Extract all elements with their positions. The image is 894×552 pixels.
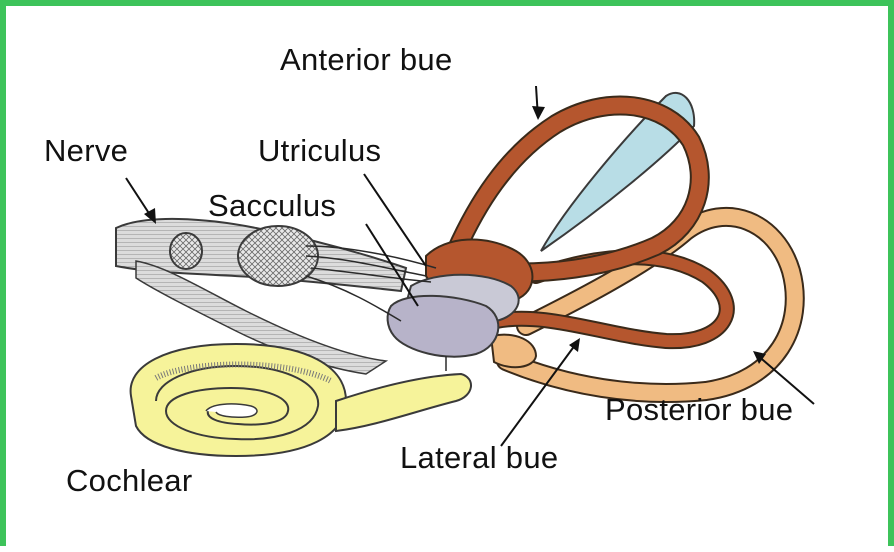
label-anterior-bue: Anterior bue	[280, 44, 452, 75]
label-lateral-bue: Lateral bue	[400, 442, 558, 473]
label-cochlear: Cochlear	[66, 465, 192, 496]
label-posterior-bue: Posterior bue	[605, 394, 793, 425]
ganglion	[170, 233, 202, 269]
label-sacculus: Sacculus	[208, 190, 336, 221]
sacculus-shape	[388, 296, 499, 357]
label-nerve: Nerve	[44, 135, 128, 166]
label-utriculus: Utriculus	[258, 135, 381, 166]
